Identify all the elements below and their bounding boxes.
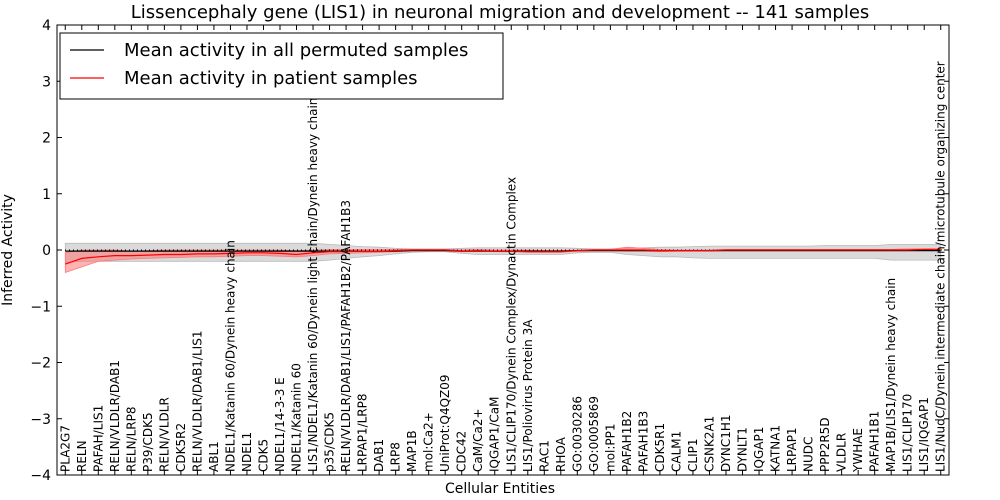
x-tick-label: DYNC1H1: [719, 414, 733, 472]
y-tick-label: 2: [42, 131, 51, 147]
confidence-band-permuted: [64, 242, 942, 263]
y-axis-label: Inferred Activity: [0, 194, 16, 306]
x-tick-label: NDEL1/Katanin 60/Dynein heavy chain: [223, 240, 237, 472]
x-tick-label: CSNK2A1: [702, 416, 716, 472]
x-tick-label: PLA2G7: [58, 425, 72, 472]
x-tick-label: LIS1/CLIP170/Dynein Complex/Dynactin Com…: [504, 177, 518, 472]
x-tick-label: LIS1/CLIP170: [901, 394, 915, 472]
x-tick-label: DYNLT1: [736, 427, 750, 472]
x-tick-label: P39/CDK5: [141, 412, 155, 472]
x-tick-label: CDC42: [455, 431, 469, 472]
x-tick-label: CDK5R1: [653, 423, 667, 472]
x-tick-label: LIS1/Poliovirus Protein 3A: [521, 319, 535, 472]
x-tick-label: LRPAP1: [785, 427, 799, 472]
x-tick-label: RELN/VLDLR/DAB1: [108, 360, 122, 472]
legend-label-permuted: Mean activity in all permuted samples: [124, 40, 468, 61]
x-axis-label: Cellular Entities: [445, 481, 555, 497]
x-tick-label: NDEL1: [240, 432, 254, 472]
x-tick-label: MAP1B: [405, 430, 419, 472]
y-tick-label: −1: [30, 299, 51, 315]
x-tick-label: UniProt:Q4QZ09: [438, 374, 452, 472]
x-tick-label: GO:0005869: [587, 396, 601, 472]
x-tick-label: CDK5: [256, 439, 270, 472]
x-tick-label: CaM/Ca2+: [471, 408, 485, 472]
x-tick-label: NUDC: [802, 437, 816, 472]
series-line-patient: [65, 248, 941, 265]
x-tick-label: LIS1/NudC/Dynein intermediate chain/micr…: [934, 61, 948, 472]
x-tick-label: RELN/VLDLR/DAB1/LIS1/PAFAH1B2/PAFAH1B3: [339, 200, 353, 472]
chart-title: Lissencephaly gene (LIS1) in neuronal mi…: [131, 2, 870, 23]
x-tick-label: KATNA1: [769, 425, 783, 472]
x-tick-label: NDEL1/14-3-3 E: [273, 377, 287, 472]
x-tick-label: IQGAP1: [752, 427, 766, 472]
x-tick-label: PAFAH1B3: [636, 411, 650, 472]
x-tick-label: RELN/VLDLR/DAB1/LIS1: [190, 331, 204, 472]
y-tick-label: 4: [42, 18, 51, 34]
series-lines: [65, 248, 941, 265]
y-axis: −4 −3 −2 −1 0 1 2 3 4: [30, 18, 949, 484]
x-tick-label: DAB1: [372, 439, 386, 472]
x-tick-label: LIS1/NDEL1/Katanin 60/Dynein light chain…: [306, 98, 320, 472]
x-tick-label: ABL1: [207, 441, 221, 472]
legend-label-patient: Mean activity in patient samples: [124, 68, 418, 89]
x-tick-label: p35/CDK5: [323, 412, 337, 472]
x-tick-label: PAFAH1B2: [620, 411, 634, 472]
x-tick-label: LIS1/IQGAP1: [917, 397, 931, 472]
x-tick-label: mol:Ca2+: [422, 412, 436, 472]
y-tick-label: 3: [42, 74, 51, 90]
x-tick-label: YWHAE: [851, 428, 865, 473]
x-tick-label: RELN/LRP8: [124, 406, 138, 472]
bands: [64, 242, 942, 274]
x-tick-label: RAC1: [537, 440, 551, 472]
x-tick-label: CLIP1: [686, 439, 700, 472]
x-tick-label: NDEL1/Katanin 60: [290, 363, 304, 472]
x-tick-label: CDK5R2: [174, 423, 188, 472]
x-tick-label: RELN: [75, 440, 89, 472]
x-tick-label: PPP2R5D: [818, 417, 832, 472]
y-tick-label: −3: [30, 412, 51, 428]
y-tick-label: −2: [30, 356, 51, 372]
y-tick-label: −4: [30, 468, 51, 484]
x-tick-label: LRPAP1/LRP8: [356, 393, 370, 472]
y-tick-label: 0: [42, 243, 51, 259]
x-tick-label: RHOA: [554, 436, 568, 472]
x-tick-label: GO:0030286: [570, 396, 584, 472]
x-tick-label: RELN/VLDLR: [157, 397, 171, 472]
x-tick-label: PAFAH/LIS1: [91, 405, 105, 472]
x-tick-label: LRP8: [389, 442, 403, 472]
x-tick-label: IQGAP1/CaM: [488, 397, 502, 473]
y-tick-label: 1: [42, 187, 51, 203]
x-tick-label: VLDLR: [835, 433, 849, 472]
x-tick-label: PAFAH1B1: [868, 411, 882, 472]
legend: Mean activity in all permuted samples Me…: [59, 32, 504, 100]
x-tick-label: CALM1: [669, 431, 683, 472]
x-tick-label: mol:PP1: [603, 423, 617, 472]
x-tick-label: MAP1B/LIS1/Dynein heavy chain: [884, 278, 898, 472]
legend-box: [59, 32, 504, 100]
